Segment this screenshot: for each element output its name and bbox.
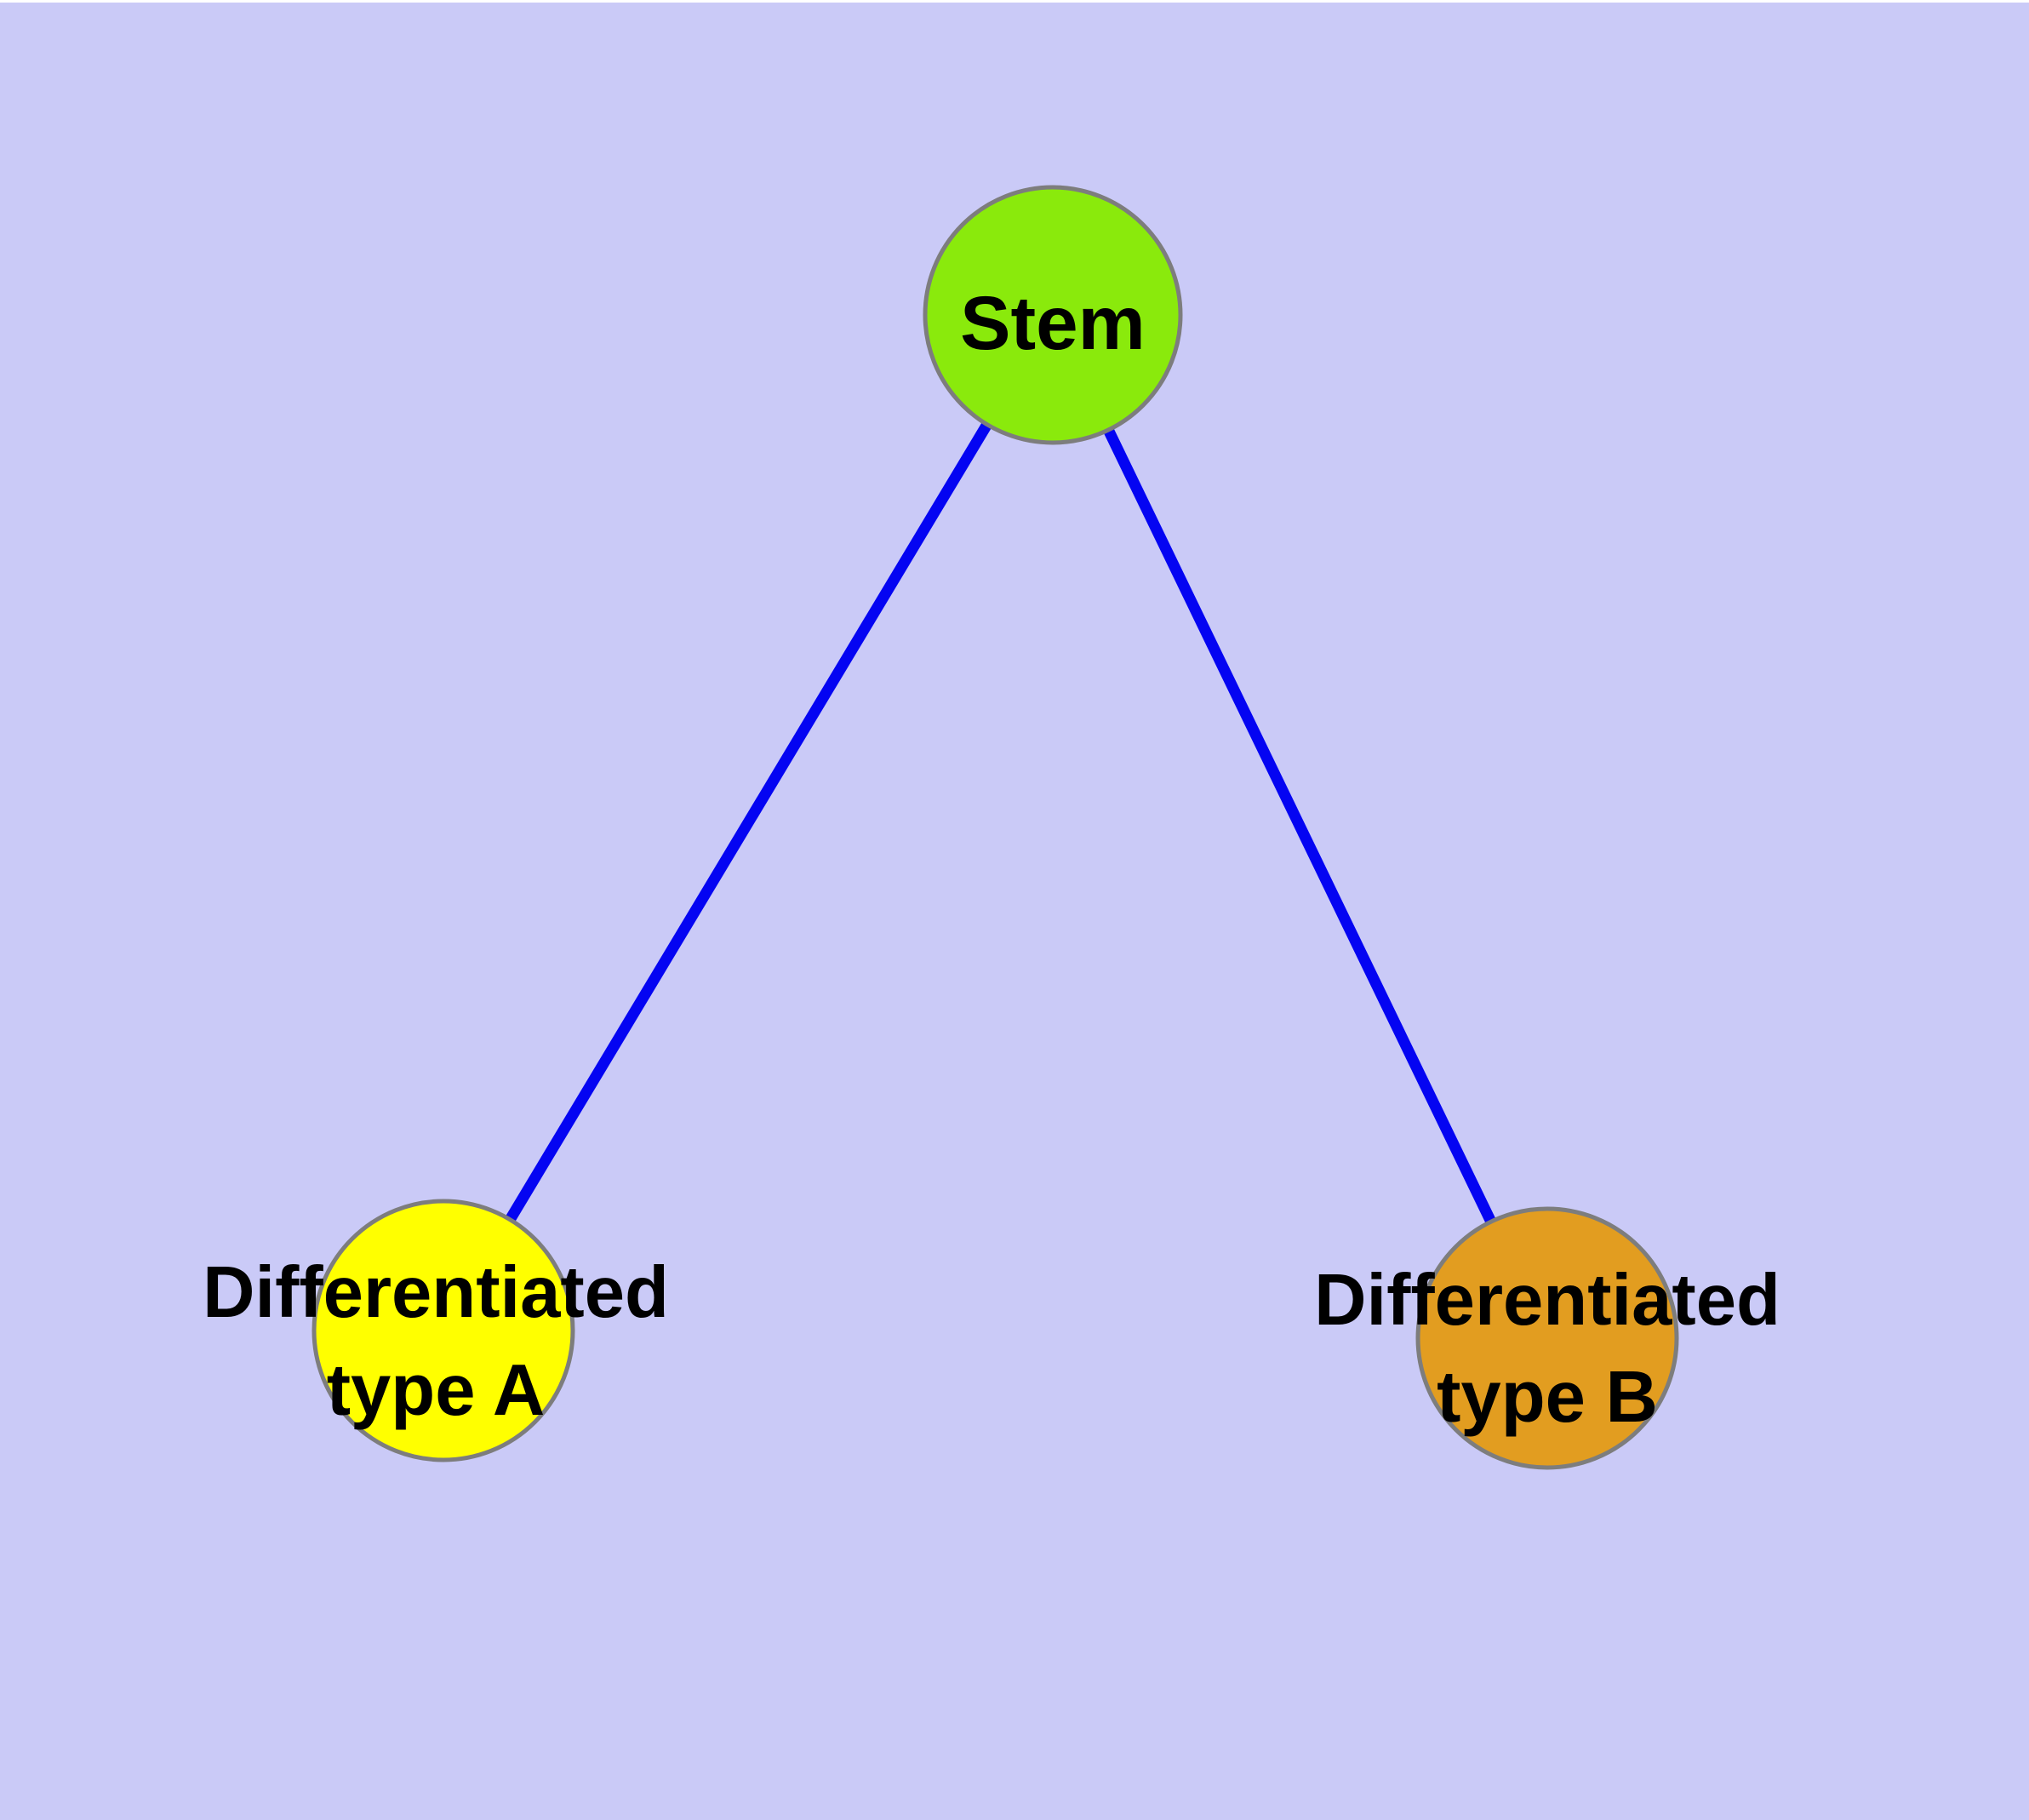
node-type-b-circle xyxy=(1415,1206,1679,1470)
top-margin xyxy=(0,0,2029,3)
node-differentiated-type-a: Differentiated type A xyxy=(203,1199,669,1462)
node-stem: Stem xyxy=(923,185,1183,445)
node-type-b-label-line2: type B xyxy=(1437,1357,1658,1438)
node-type-a-label-line2: type A xyxy=(327,1350,546,1431)
node-stem-circle xyxy=(923,185,1183,445)
edge-stem-to-type-a xyxy=(437,309,1059,1336)
node-type-a-circle xyxy=(311,1199,575,1462)
edge-stem-to-type-b xyxy=(1047,309,1553,1344)
node-stem-label: Stem xyxy=(960,280,1146,365)
node-type-a-label-line1: Differentiated xyxy=(203,1252,669,1333)
node-type-b-label-line1: Differentiated xyxy=(1314,1260,1780,1341)
node-differentiated-type-b: Differentiated type B xyxy=(1314,1206,1780,1470)
